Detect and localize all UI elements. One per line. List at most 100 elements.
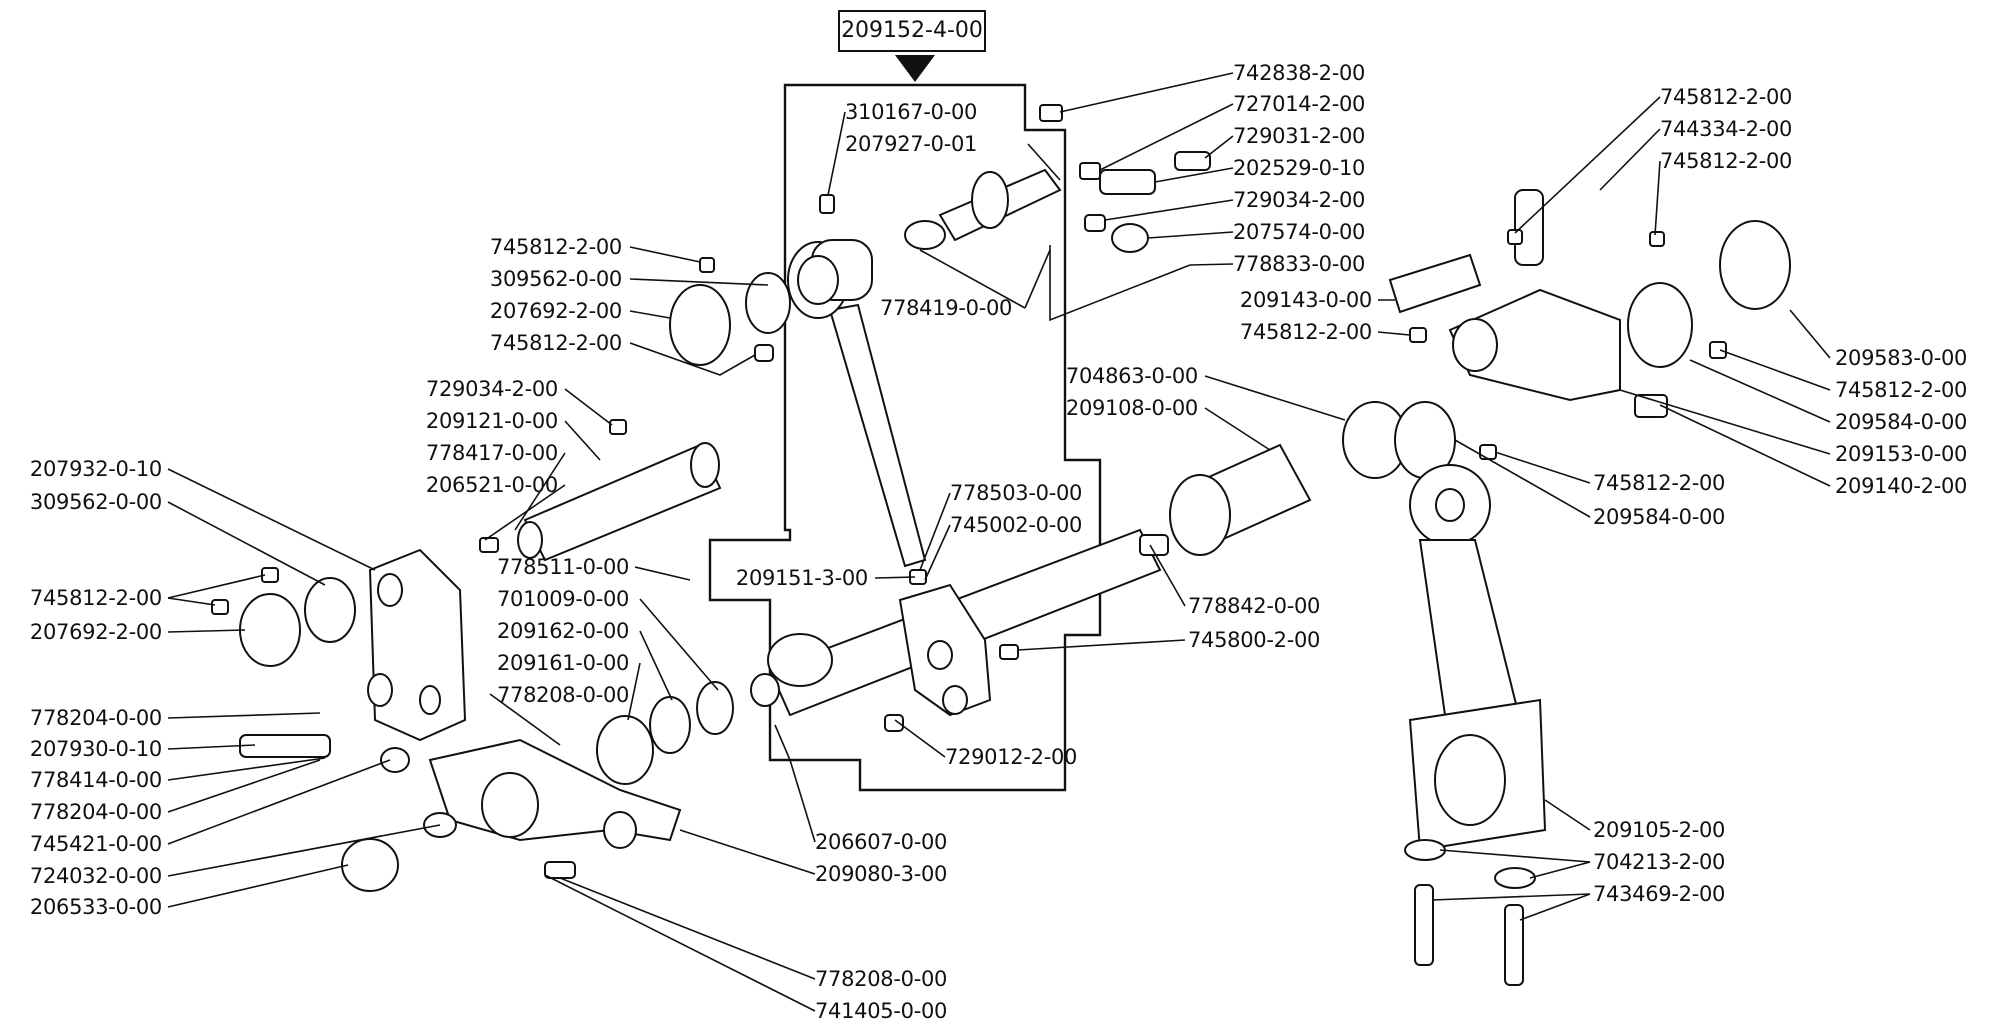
setscrew-745812-g <box>1709 341 1727 359</box>
part-label: 207930-0-10 <box>29 737 162 761</box>
part-label: 729034-2-00 <box>1233 188 1366 212</box>
pin-206607 <box>774 724 791 761</box>
pin-207930 <box>239 734 331 758</box>
part-label: 209143-0-00 <box>1239 288 1372 312</box>
part-label: 745421-0-00 <box>29 832 162 856</box>
part-label: 309562-0-00 <box>489 267 622 291</box>
setscrew-745812-h <box>1479 444 1497 460</box>
shaft-209121 <box>517 442 722 562</box>
part-label: 724032-0-00 <box>29 864 162 888</box>
part-label: 745812-2-00 <box>489 235 622 259</box>
lever-209080 <box>428 738 682 849</box>
assembly-label-box: 209152-4-00 <box>838 10 986 52</box>
bushing-209108 <box>1169 443 1312 556</box>
setscrew-745812-b <box>754 344 774 362</box>
assembly-arrow <box>895 55 935 82</box>
setscrew-745812-f <box>1649 231 1665 247</box>
part-label: 778842-0-00 <box>1188 594 1321 618</box>
washer-704213-a <box>1404 839 1446 861</box>
part-label: 778503-0-00 <box>950 481 1083 505</box>
part-label: 202529-0-10 <box>1233 156 1366 180</box>
washer-701009 <box>696 681 734 735</box>
part-label: 745812-2-00 <box>489 331 622 355</box>
part-label: 778208-0-00 <box>497 683 630 707</box>
crank-207932 <box>367 548 467 742</box>
part-label: 209151-3-00 <box>735 566 868 590</box>
part-label: 209140-2-00 <box>1835 474 1968 498</box>
connecting-rod-209105 <box>1408 464 1547 852</box>
part-label: 209584-0-00 <box>1835 410 1968 434</box>
pin-209143 <box>1388 253 1482 314</box>
pin-207927 <box>904 168 1062 250</box>
part-label: 745812-2-00 <box>1239 320 1372 344</box>
part-label: 209161-0-00 <box>497 651 630 675</box>
part-label: 778204-0-00 <box>29 800 162 824</box>
part-label: 778208-0-00 <box>815 967 948 991</box>
setscrew-745800 <box>999 644 1019 660</box>
setscrew-729031 <box>1174 151 1211 171</box>
part-label: 778414-0-00 <box>29 768 162 792</box>
wrench-778833 <box>1049 245 1191 322</box>
part-label: 745812-2-00 <box>1660 149 1793 173</box>
part-label: 744334-2-00 <box>1660 117 1793 141</box>
part-label: 778204-0-00 <box>29 706 162 730</box>
part-label: 207932-0-10 <box>29 457 162 481</box>
part-label: 209108-0-00 <box>1065 396 1198 420</box>
link-rod <box>787 239 927 568</box>
clamp-block <box>898 583 992 717</box>
part-label: 207927-0-01 <box>845 132 978 156</box>
part-label: 704863-0-00 <box>1065 364 1198 388</box>
washer-309562-b <box>304 577 356 643</box>
setscrew-745812-a <box>699 257 715 273</box>
part-label: 206607-0-00 <box>815 830 948 854</box>
part-label: 745812-2-00 <box>1593 471 1726 495</box>
part-label: 741405-0-00 <box>815 999 948 1023</box>
part-label: 727014-2-00 <box>1233 92 1366 116</box>
part-label: 745002-0-00 <box>950 513 1083 537</box>
part-label: 309562-0-00 <box>29 490 162 514</box>
part-label: 729031-2-00 <box>1233 124 1366 148</box>
cap-206533 <box>341 838 399 892</box>
part-label: 729012-2-00 <box>945 745 1078 769</box>
leader-lines <box>167 72 1831 1012</box>
part-label: 745812-2-00 <box>1835 378 1968 402</box>
part-label: 778511-0-00 <box>497 555 630 579</box>
part-label: 778417-0-00 <box>425 441 558 465</box>
plug-207574 <box>1111 223 1149 253</box>
part-label: 742838-2-00 <box>1233 61 1366 85</box>
screw-743469-b <box>1504 904 1524 986</box>
screw-743469-a <box>1414 884 1434 966</box>
part-label: 743469-2-00 <box>1593 882 1726 906</box>
clamp-arm-209153 <box>1448 288 1621 402</box>
screw-744334 <box>1514 189 1544 266</box>
part-label: 209105-2-00 <box>1593 818 1726 842</box>
setscrew-745812-d <box>1409 327 1427 343</box>
screw-742838 <box>1039 104 1063 122</box>
part-label: 745812-2-00 <box>1660 85 1793 109</box>
washer-309562-a <box>745 272 791 334</box>
part-label: 209584-0-00 <box>1593 505 1726 529</box>
part-label: 729034-2-00 <box>425 377 558 401</box>
part-label: 209121-0-00 <box>425 409 558 433</box>
plate-209140 <box>1634 394 1668 418</box>
part-label: 206521-0-00 <box>425 473 558 497</box>
setscrew-729034-top <box>1084 214 1106 232</box>
part-label: 310167-0-00 <box>845 100 978 124</box>
washer-209162 <box>649 696 691 754</box>
part-label: 745812-2-00 <box>29 586 162 610</box>
screw-745421 <box>380 747 410 773</box>
part-label: 207574-0-00 <box>1233 220 1366 244</box>
part-label: 209080-3-00 <box>815 862 948 886</box>
washer-704213-b <box>1494 867 1536 889</box>
pin-206521 <box>479 537 499 553</box>
setscrew-729012 <box>884 714 904 732</box>
part-label: 701009-0-00 <box>497 587 630 611</box>
collar-207692-b <box>239 593 301 667</box>
assembly-frame <box>708 83 1102 792</box>
collar-207692-a <box>669 284 731 366</box>
part-label: 209162-0-00 <box>497 619 630 643</box>
setscrew-729034-left <box>609 419 627 435</box>
screw-741405 <box>544 861 576 879</box>
part-label: 778419-0-00 <box>880 296 1013 320</box>
part-label: 704213-2-00 <box>1593 850 1726 874</box>
